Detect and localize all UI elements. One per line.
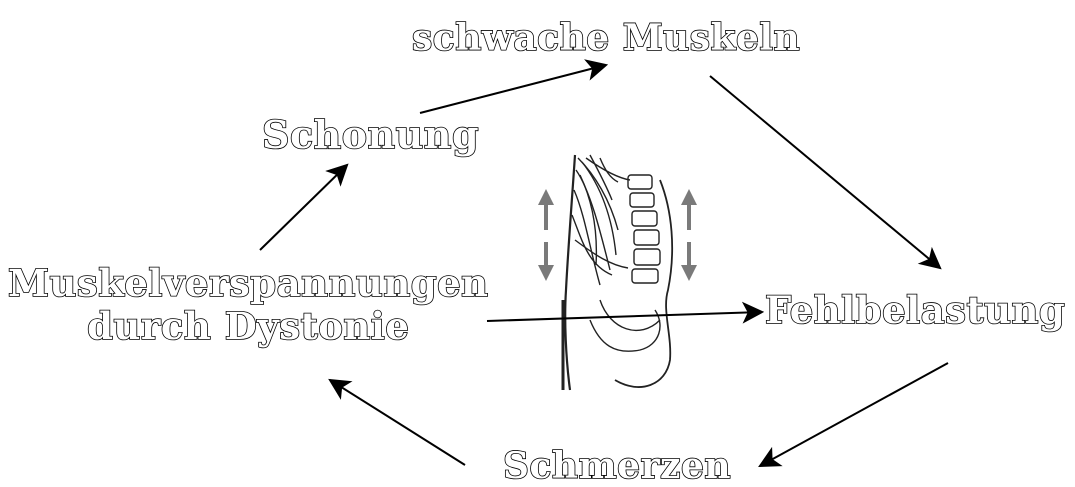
arrow-muskelverspannungen-to-schonung <box>260 165 347 250</box>
node-muskelverspannungen: Muskelverspannungen durch Dystonie <box>8 262 489 347</box>
node-schwache-muskeln: schwache Muskeln <box>412 18 800 59</box>
arrow-schwache-muskeln-to-fehlbelastung <box>710 76 940 268</box>
arrow-fehlbelastung-to-schmerzen <box>760 363 948 466</box>
spine-illustration-icon <box>538 155 697 390</box>
arrow-schmerzen-to-muskelverspannungen <box>330 380 465 465</box>
node-schonung: Schonung <box>262 113 479 157</box>
arrow-schonung-to-schwache-muskeln <box>420 65 606 113</box>
node-muskelverspannungen-line1: Muskelverspannungen <box>8 262 489 305</box>
node-schmerzen: Schmerzen <box>503 446 731 487</box>
node-fehlbelastung: Fehlbelastung <box>765 289 1065 332</box>
arrow-muskelverspannungen-to-fehlbelastung <box>487 312 762 321</box>
node-muskelverspannungen-line2: durch Dystonie <box>8 305 489 348</box>
